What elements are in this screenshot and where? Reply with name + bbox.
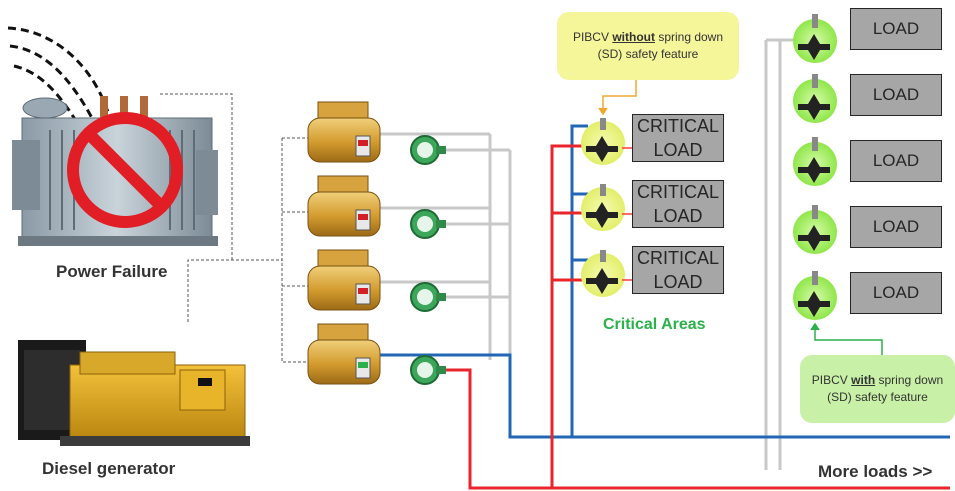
return-pipe [380, 124, 950, 439]
gray-pipes [380, 38, 800, 470]
more-loads-label: More loads >> [818, 462, 933, 481]
callout-pibcv-without-sd: PIBCV without spring down (SD) safety fe… [557, 12, 739, 80]
load-label: LOAD [872, 19, 920, 38]
pump-icon-2 [410, 209, 446, 239]
callout-line-1: PIBCV without spring down [572, 30, 724, 44]
load-label: LOAD [872, 151, 920, 170]
callout-line-1: PIBCV with spring down [811, 373, 944, 387]
pibcv-sd-valve-icon [793, 137, 837, 186]
power-failure-label: Power Failure [56, 262, 168, 281]
critical-load-line-2: LOAD [653, 140, 703, 160]
critical-load-box: CRITICAL LOAD [632, 246, 724, 294]
pibcv-valve-icon [581, 250, 625, 297]
load-label: LOAD [872, 85, 920, 104]
chiller-unit-3 [307, 249, 381, 311]
pibcv-sd-valve-icon [793, 14, 837, 63]
critical-load-box: CRITICAL LOAD [632, 180, 724, 228]
pibcv-sd-valve-icon [793, 271, 837, 320]
critical-load-line-1: CRITICAL [636, 116, 719, 136]
load-box: LOAD [850, 206, 942, 248]
callout-line-2: (SD) safety feature [597, 47, 699, 61]
pump-icon-4 [410, 355, 446, 385]
chiller-unit-4 [307, 323, 381, 385]
load-box: LOAD [850, 74, 942, 116]
pibcv-valve-icon [581, 184, 625, 231]
callout-line-2: (SD) safety feature [827, 390, 928, 404]
chiller-unit-1 [307, 101, 381, 163]
critical-areas-label: Critical Areas [603, 316, 706, 333]
load-box: LOAD [850, 8, 942, 50]
pibcv-sd-valve-icon [793, 205, 837, 254]
no-power-icon [67, 112, 183, 228]
pibcv-valve-icon [581, 118, 625, 165]
diesel-generator-label: Diesel generator [42, 459, 176, 478]
critical-load-line-1: CRITICAL [636, 182, 719, 202]
pump-icon-1 [410, 135, 446, 165]
critical-load-line-2: LOAD [653, 272, 703, 292]
critical-load-box: CRITICAL LOAD [632, 114, 724, 162]
callout-arrow [598, 80, 637, 116]
diesel-generator-icon [18, 340, 250, 446]
callout-arrow [810, 322, 883, 355]
load-label: LOAD [872, 217, 920, 236]
power-lines-icon [7, 26, 110, 125]
load-box: LOAD [850, 140, 942, 182]
critical-load-line-2: LOAD [653, 206, 703, 226]
chiller-unit-2 [307, 175, 381, 237]
pump-icon-3 [410, 282, 446, 312]
critical-load-line-1: CRITICAL [636, 248, 719, 268]
callout-pibcv-with-sd: PIBCV with spring down (SD) safety featu… [800, 355, 955, 423]
load-label: LOAD [872, 283, 920, 302]
control-wiring [160, 93, 308, 363]
pibcv-sd-valve-icon [793, 74, 837, 123]
load-box: LOAD [850, 272, 942, 314]
